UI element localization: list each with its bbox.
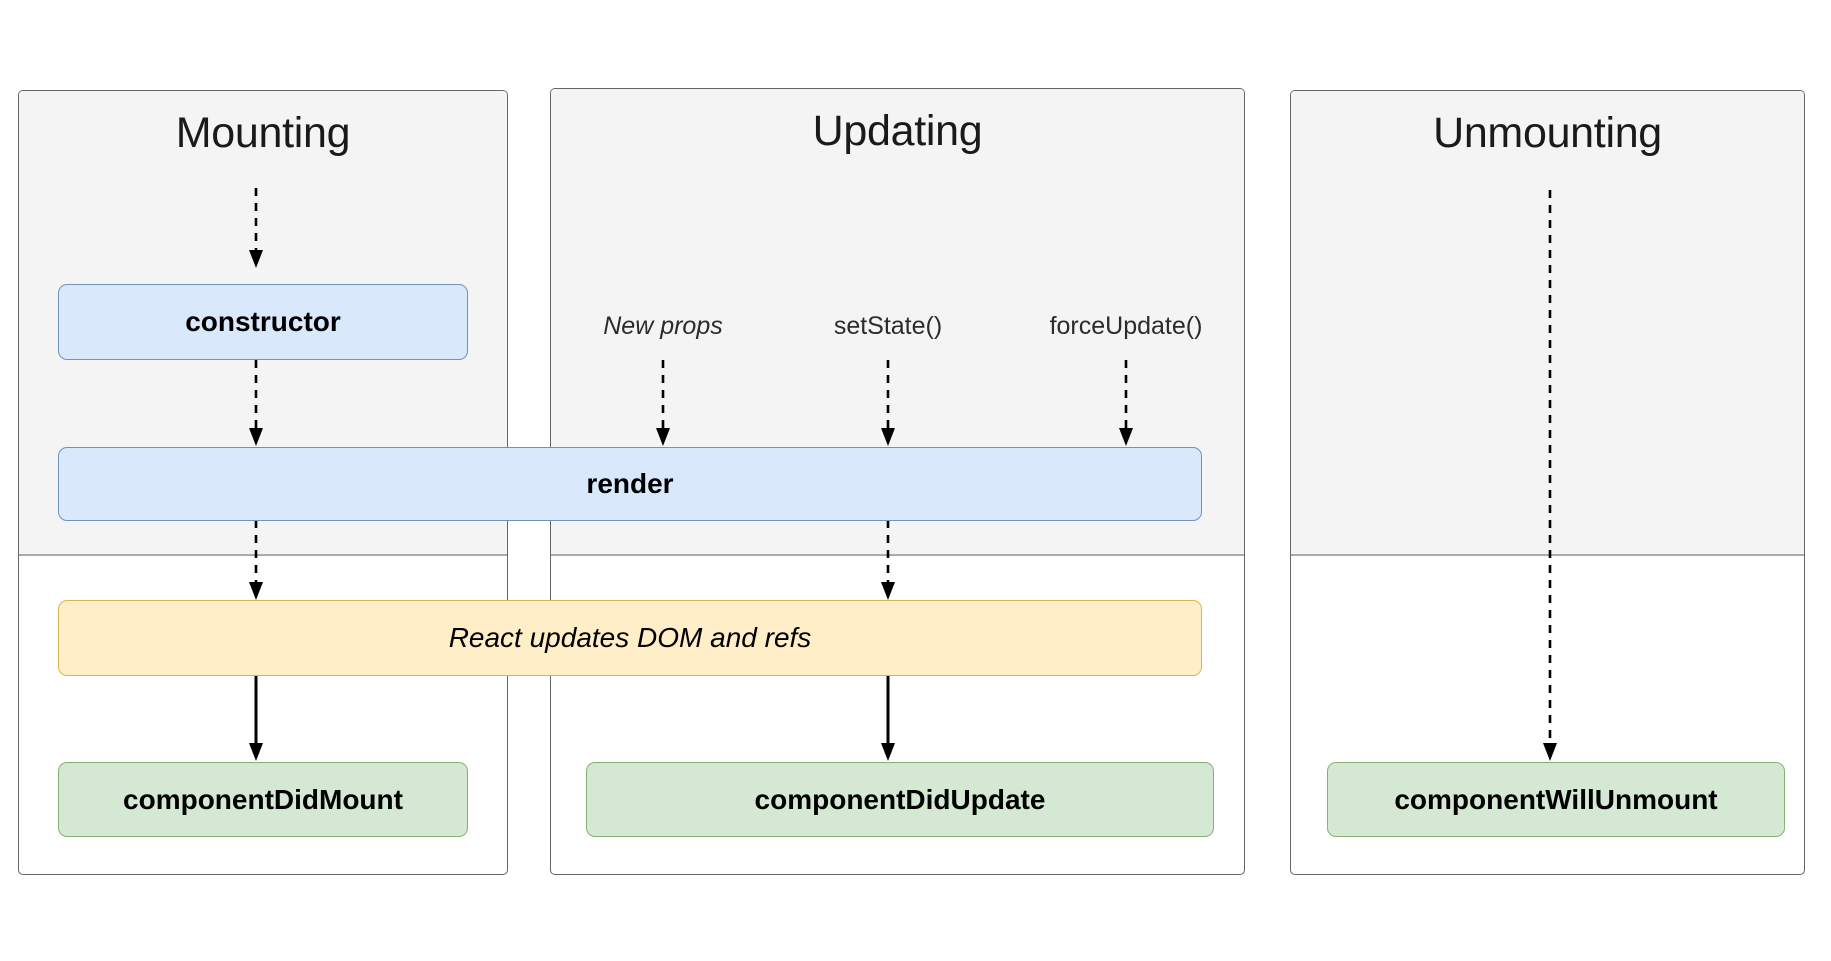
phase-title-updating: Updating [812, 107, 983, 155]
trigger-label-new-props: New props [603, 312, 723, 340]
phase-container-unmounting[interactable]: Unmounting [1290, 90, 1805, 875]
trigger-label-set-state: setState() [833, 312, 943, 340]
phase-title-mounting: Mounting [175, 109, 351, 157]
phase-upper-band-unmounting [1291, 91, 1804, 556]
node-component-will-unmount[interactable]: componentWillUnmount [1327, 762, 1785, 837]
node-render[interactable]: render [58, 447, 1202, 521]
node-component-did-update[interactable]: componentDidUpdate [586, 762, 1214, 837]
node-constructor[interactable]: constructor [58, 284, 468, 360]
node-react-updates-dom-and-refs[interactable]: React updates DOM and refs [58, 600, 1202, 676]
phase-title-unmounting: Unmounting [1433, 109, 1662, 157]
trigger-label-force-update: forceUpdate() [1049, 312, 1203, 340]
node-component-did-mount[interactable]: componentDidMount [58, 762, 468, 837]
